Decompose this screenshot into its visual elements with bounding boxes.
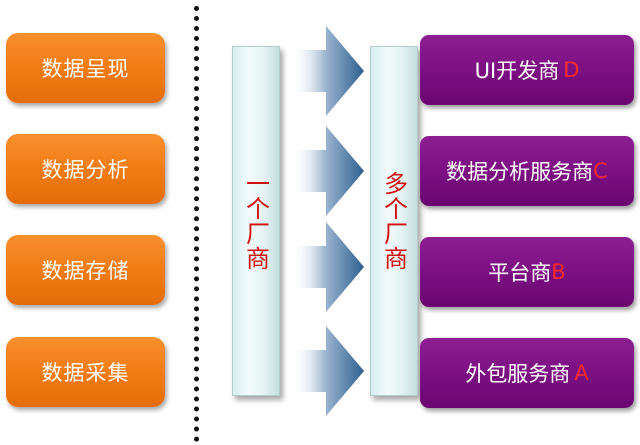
arrow-right-icon (292, 222, 364, 312)
vendor-letter: C (593, 159, 608, 183)
layer-box-presentation: 数据呈现 (6, 33, 165, 103)
layer-label: 数据呈现 (41, 57, 130, 81)
vendor-box-platform: 平台商 B (420, 237, 634, 307)
vendor-letter: B (551, 260, 566, 284)
arrow-right-icon (292, 126, 364, 216)
vendor-name: 平台商 (488, 261, 552, 285)
layer-box-analysis: 数据分析 (6, 134, 165, 204)
layer-label: 数据存储 (41, 259, 130, 283)
layer-box-collection: 数据采集 (6, 337, 165, 407)
arrow-right-icon (292, 26, 364, 116)
layer-label: 数据分析 (41, 158, 130, 182)
column-label: 一个厂商 (241, 171, 270, 271)
vendor-letter: A (574, 361, 589, 385)
vendor-box-analytics-service: 数据分析服务商 C (420, 136, 634, 206)
vendor-box-ui-developer: UI开发商 D (420, 35, 634, 105)
column-label: 多个厂商 (379, 171, 408, 271)
column-single-vendor: 一个厂商 (232, 46, 280, 396)
vendor-name: 外包服务商 (465, 362, 571, 386)
arrow-right-icon (292, 326, 364, 416)
vendor-box-outsourcing: 外包服务商 A (420, 338, 634, 408)
vendor-letter: D (563, 58, 580, 82)
layer-box-storage: 数据存储 (6, 235, 165, 305)
vendor-name: 数据分析服务商 (446, 160, 594, 184)
column-multi-vendor: 多个厂商 (370, 46, 418, 396)
layer-label: 数据采集 (41, 361, 130, 385)
vendor-name: UI开发商 (474, 59, 560, 83)
dotted-separator (194, 6, 199, 442)
